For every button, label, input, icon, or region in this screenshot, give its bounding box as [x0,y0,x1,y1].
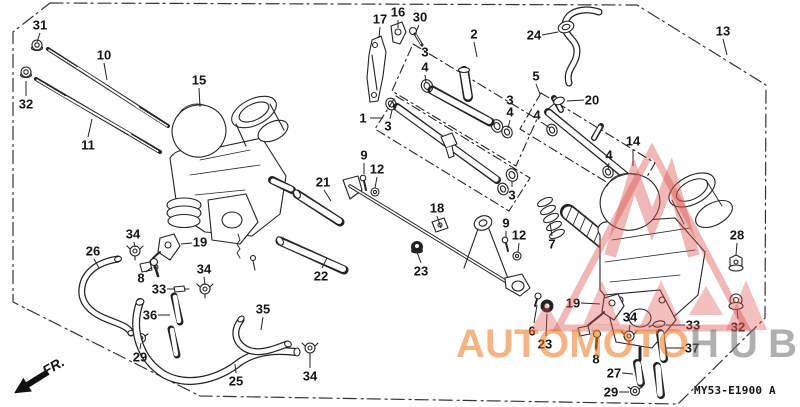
bracket-17 [366,35,387,103]
part-callout-25: 25 [228,373,244,389]
fuel-rail-18 [342,175,531,297]
part-callout-24: 24 [526,27,542,43]
part-callout-36: 36 [142,307,158,323]
part-callout-16: 16 [390,4,406,20]
part-callout-17: 17 [372,11,388,27]
bolt-8-left [149,257,160,278]
part-callout-1: 1 [359,110,367,126]
part-callout-33: 33 [685,317,701,333]
part-callout-7: 7 [548,236,556,252]
screw-9-right [501,236,509,252]
part-callout-23: 23 [537,336,553,352]
part-callout-34: 34 [622,309,638,325]
screw-9-left [359,174,367,191]
part-callout-3: 3 [421,44,429,60]
part-callout-29: 29 [132,349,148,365]
clip-20 [548,96,565,109]
clip-33-right [648,320,666,328]
part-callout-3: 3 [384,118,392,134]
stud-rod-10 [46,47,170,128]
spring-7 [537,196,565,240]
bolt-8-right [592,329,602,350]
part-callout-32: 32 [730,319,746,335]
part-callout-10: 10 [96,47,112,63]
part-callout-6: 6 [528,323,536,339]
part-callout-34: 34 [125,226,141,242]
tube-21 [292,189,345,227]
nut-28 [728,254,744,272]
hose-24 [557,6,603,87]
valve-6 [534,292,542,307]
clamp-34-b [196,283,214,299]
part-callout-21: 21 [315,174,331,190]
hose-26 [78,255,135,337]
sensor-19-right [577,293,625,337]
part-callout-11: 11 [81,137,95,153]
nut-32-right [728,293,744,311]
part-callout-2: 2 [470,26,478,42]
part-callout-34: 34 [302,368,318,384]
part-callout-3: 3 [508,187,516,203]
clamp-34-c [301,342,319,358]
part-callout-22: 22 [313,268,329,284]
group-box-2 [391,43,538,167]
part-callout-26: 26 [85,243,101,259]
part-callout-4: 4 [533,107,541,123]
fuel-pipe-1 [385,97,519,196]
part-callout-29: 29 [603,384,619,400]
oring-23-right [540,299,554,313]
part-callout-8: 8 [592,351,600,367]
part-callout-19: 19 [192,234,208,250]
washer-12-right [512,251,522,261]
part-callout-33: 33 [151,281,167,297]
nut-23-left [411,241,423,254]
clip-33-left [173,285,190,293]
cap-nut-31 [30,39,44,52]
fr-arrow-icon [14,369,50,394]
branch-pipe-5 [544,95,630,180]
part-callout-15: 15 [191,72,207,88]
part-callout-19: 19 [565,295,581,311]
part-callout-18: 18 [429,200,445,216]
part-callout-5: 5 [532,68,540,84]
part-callout-27: 27 [606,365,622,381]
part-callout-31: 31 [32,17,48,33]
cap-nut-32 [19,66,33,79]
joint-pipe-2 [420,66,513,139]
part-callout-12: 12 [511,227,527,243]
part-callout-30: 30 [412,9,428,25]
part-callout-35: 35 [255,301,271,317]
stud-rod-11 [34,77,162,154]
part-code: MY53-E1900 A [694,384,776,397]
part-callout-28: 28 [729,227,745,243]
part-callout-14: 14 [625,133,641,149]
part-callout-9: 9 [502,215,510,231]
part-callout-13: 13 [715,23,731,39]
carburetor-left-15 [166,95,296,271]
part-callout-37: 37 [684,340,700,356]
part-callout-23: 23 [413,263,429,279]
part-callout-4: 4 [421,59,429,75]
hose-35 [232,315,292,356]
part-callout-3: 3 [506,92,514,108]
frame-border [12,2,767,405]
tube-37 [653,329,668,399]
tube-22 [275,236,349,275]
part-callout-8: 8 [137,270,145,286]
clamp-29-right [627,385,643,397]
part-callout-9: 9 [360,147,368,163]
tube-27 [633,359,645,387]
part-callout-32: 32 [18,96,34,112]
tube-36 [167,292,184,359]
stay-16 [390,21,407,45]
part-callout-12: 12 [369,161,385,177]
part-callout-4: 4 [506,104,514,120]
part-callout-20: 20 [584,92,600,108]
part-callout-34: 34 [196,261,212,277]
part-callout-4: 4 [605,147,613,163]
